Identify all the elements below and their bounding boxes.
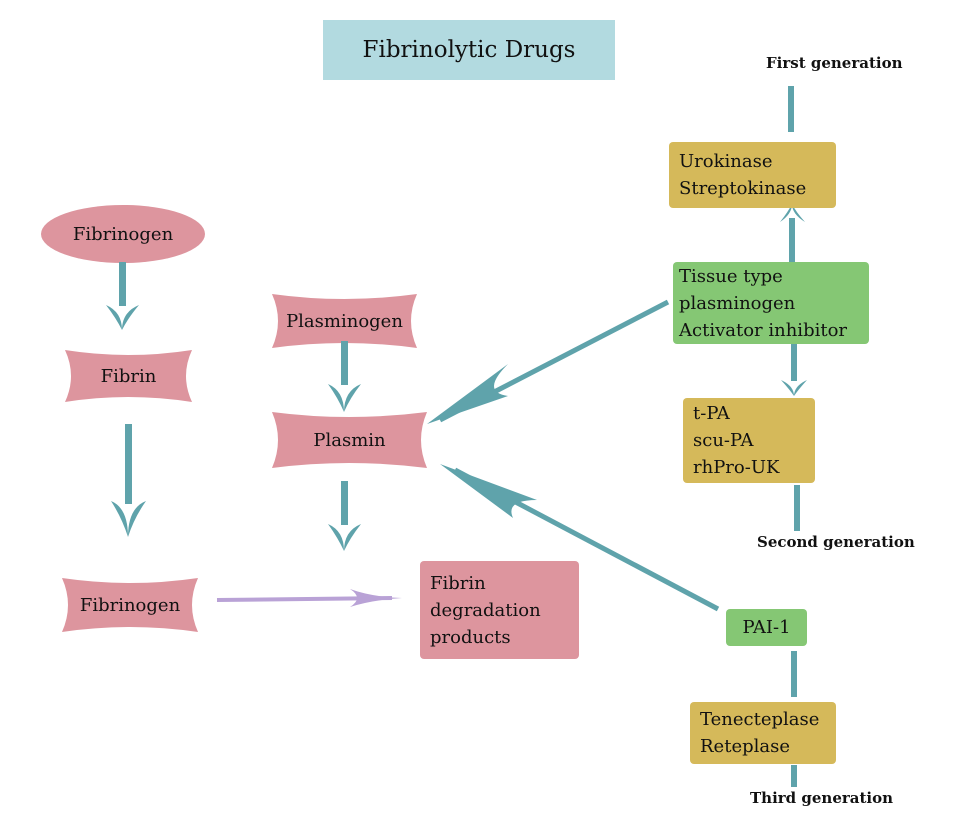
label-third-generation: Third generation <box>750 789 894 807</box>
arrow-fibrin-to-fibrinogen <box>111 424 146 537</box>
node-third-generation-drugs: Tenecteplase Reteplase <box>690 702 836 764</box>
node-fibrin: Fibrin <box>100 365 157 387</box>
products-line-3: products <box>430 626 511 648</box>
plasmin-shape <box>272 412 427 468</box>
line-second-generation <box>794 485 800 531</box>
node-first-generation-drugs: Urokinase Streptokinase <box>669 142 836 208</box>
arrow-pai1-to-plasmin <box>440 464 720 612</box>
line-pai1-to-third-gen <box>791 651 797 697</box>
node-second-generation-drugs: t-PA scu-PA rhPro-UK <box>683 398 815 483</box>
diagram-title: Fibrinolytic Drugs <box>323 20 615 80</box>
products-line-1: Fibrin <box>430 572 486 594</box>
line-third-generation <box>791 765 797 787</box>
products-line-2: degradation <box>430 599 541 621</box>
line-first-generation <box>788 86 794 132</box>
arrow-inhibitor-to-second-gen <box>781 343 807 396</box>
plasminogen-shape <box>272 294 417 348</box>
label-first-generation: First generation <box>766 54 903 72</box>
drug-t-pa: t-PA <box>693 403 730 424</box>
node-plasminogen: Plasminogen <box>286 310 403 332</box>
label-second-generation: Second generation <box>757 533 915 551</box>
node-fibrinogen-bottom: Fibrinogen <box>79 594 181 616</box>
fibrinogen-bottom-shape <box>62 578 198 632</box>
drug-urokinase: Urokinase <box>679 151 773 172</box>
node-fibrin-degradation-products: Fibrin degradation products <box>420 561 579 659</box>
drug-rhpro-uk: rhPro-UK <box>693 457 780 478</box>
arrow-plasminogen-to-plasmin <box>328 341 361 412</box>
fibrin-shape <box>65 350 192 402</box>
drug-scu-pa: scu-PA <box>693 430 754 451</box>
arrow-tpa-inhibitor-to-plasmin <box>427 299 670 424</box>
drug-tenecteplase: Tenecteplase <box>700 709 820 730</box>
inhibitor-line-2: plasminogen <box>679 292 796 314</box>
node-plasmin: Plasmin <box>313 429 386 451</box>
drug-streptokinase: Streptokinase <box>679 178 807 199</box>
fibrinogen-ellipse-shape <box>41 205 205 263</box>
node-fibrinogen-top: Fibrinogen <box>72 223 174 245</box>
arrow-fibrinogen-to-products <box>216 589 402 607</box>
arrow-fibrinogen-to-fibrin <box>106 262 139 330</box>
arrow-inhibitor-to-first-gen <box>780 204 805 262</box>
arrow-plasmin-to-products <box>328 481 361 551</box>
drug-reteplase: Reteplase <box>700 736 790 757</box>
node-tpa-inhibitor: Tissue type plasminogen Activator inhibi… <box>673 262 869 344</box>
pai1-text: PAI-1 <box>742 617 791 638</box>
inhibitor-line-3: Activator inhibitor <box>679 319 848 341</box>
inhibitor-line-1: Tissue type <box>679 265 783 287</box>
node-pai1: PAI-1 <box>726 609 807 646</box>
